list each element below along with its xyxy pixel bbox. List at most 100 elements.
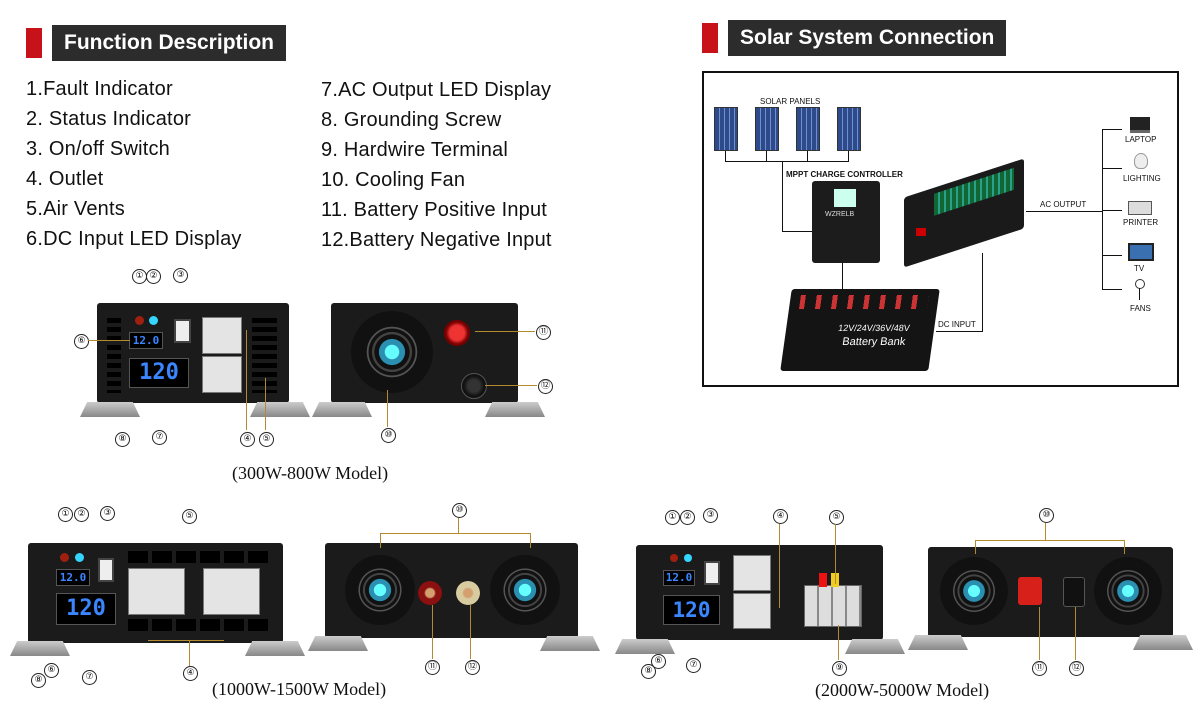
- status-indicator: [684, 554, 692, 562]
- header-accent-bar: [702, 23, 718, 53]
- controller-screen: [834, 189, 856, 207]
- leader-line: [458, 518, 459, 533]
- printer-icon: [1128, 201, 1152, 215]
- callout-8: ⑧: [641, 664, 656, 679]
- panel-wire: [782, 161, 783, 231]
- callout-6: ⑥: [44, 663, 59, 678]
- panel-wire: [725, 151, 726, 161]
- solar-panel: [796, 107, 820, 151]
- dc-input-display: 12.0: [663, 570, 695, 586]
- callout-12: ⑫: [465, 660, 480, 675]
- inverter-rear-m2: [325, 543, 578, 638]
- fault-indicator: [135, 316, 144, 325]
- dc-input-label: DC INPUT: [938, 320, 976, 329]
- controller-brand: WZRELB: [825, 211, 855, 218]
- battery-negative-input: [1063, 577, 1085, 607]
- callout-11: ⑪: [1032, 661, 1047, 676]
- leader-line: [530, 533, 531, 548]
- outlet[interactable]: [203, 568, 260, 615]
- outlet[interactable]: [202, 356, 242, 393]
- ac-output-display: 120: [663, 595, 720, 625]
- function-item: 6.DC Input LED Display: [26, 228, 242, 250]
- callout-3: ③: [703, 508, 718, 523]
- callout-6: ⑥: [651, 654, 666, 669]
- leader-line: [88, 340, 130, 341]
- leader-line: [432, 605, 433, 659]
- battery-negative-input: [456, 581, 480, 605]
- function-item: 9. Hardwire Terminal: [321, 139, 509, 161]
- solar-panel: [755, 107, 779, 151]
- load-label: LAPTOP: [1125, 135, 1157, 144]
- callout-5: ⑤: [829, 510, 844, 525]
- leader-line: [246, 330, 247, 430]
- callout-8: ⑧: [31, 673, 46, 688]
- air-vents: [128, 551, 268, 563]
- callout-4: ④: [183, 666, 198, 681]
- callout-1: ①: [665, 510, 680, 525]
- outlet[interactable]: [128, 568, 185, 615]
- leader-line: [1124, 540, 1125, 554]
- function-list-right: 7.AC Output LED Display 8. Grounding Scr…: [321, 75, 552, 255]
- solar-panel: [837, 107, 861, 151]
- mounting-foot: [908, 635, 968, 650]
- mounting-foot: [245, 641, 305, 656]
- inverter-terminal-red: [916, 228, 926, 236]
- ac-branch: [1102, 129, 1122, 130]
- outlet[interactable]: [733, 555, 771, 591]
- leader-line: [835, 524, 836, 584]
- callout-4: ④: [240, 432, 255, 447]
- battery-caps: [798, 295, 929, 309]
- callout-7: ⑦: [152, 430, 167, 445]
- fan-icon: [1135, 279, 1145, 289]
- function-item: 8. Grounding Screw: [321, 109, 502, 131]
- hardwire-terminal: [804, 585, 862, 627]
- power-switch[interactable]: [174, 319, 191, 343]
- ac-output-label: AC OUTPUT: [1040, 200, 1087, 209]
- power-switch[interactable]: [98, 558, 114, 582]
- mounting-foot: [540, 636, 600, 651]
- battery-negative-input: [461, 373, 487, 399]
- cooling-fan: [490, 555, 560, 625]
- callout-7: ⑦: [82, 670, 97, 685]
- function-item: 10. Cooling Fan: [321, 169, 466, 191]
- leader-line: [475, 331, 535, 332]
- function-item: 12.Battery Negative Input: [321, 229, 552, 251]
- fault-indicator: [670, 554, 678, 562]
- battery-voltages: 12V/24V/36V/48V: [837, 323, 911, 333]
- leader-line: [779, 524, 780, 608]
- model-label: (300W-800W Model): [232, 463, 389, 483]
- laptop-icon: [1130, 117, 1150, 133]
- function-header: Function Description: [26, 25, 286, 61]
- charge-controller: WZRELB: [812, 181, 880, 263]
- leader-line: [265, 378, 266, 430]
- leader-line: [189, 640, 190, 666]
- status-indicator: [149, 316, 158, 325]
- ac-branch: [1102, 289, 1122, 290]
- leader-line: [148, 640, 224, 641]
- function-item: 5.Air Vents: [26, 198, 125, 220]
- mounting-foot: [1133, 635, 1193, 650]
- dc-wire: [936, 331, 983, 332]
- power-switch[interactable]: [704, 561, 720, 585]
- panel-wire: [766, 151, 767, 161]
- callout-2: ②: [680, 510, 695, 525]
- outlet[interactable]: [202, 317, 242, 354]
- battery-positive-input: [1018, 577, 1042, 605]
- callout-8: ⑧: [115, 432, 130, 447]
- callout-10: ⑩: [1039, 508, 1054, 523]
- inverter-unit: [904, 158, 1024, 268]
- model-label: (1000W-1500W Model): [212, 679, 387, 699]
- callout-11: ⑪: [425, 660, 440, 675]
- load-label: TV: [1134, 264, 1145, 273]
- outlet[interactable]: [733, 593, 771, 629]
- dc-input-display: 12.0: [56, 569, 90, 586]
- air-vents: [107, 318, 121, 393]
- controller-wire: [842, 263, 843, 293]
- battery-positive-input: [444, 320, 470, 346]
- status-indicator: [75, 553, 84, 562]
- leader-line: [975, 540, 976, 554]
- callout-12: ⑫: [538, 379, 553, 394]
- callout-2: ②: [146, 269, 161, 284]
- solar-header: Solar System Connection: [702, 20, 1007, 56]
- function-title: Function Description: [52, 25, 286, 61]
